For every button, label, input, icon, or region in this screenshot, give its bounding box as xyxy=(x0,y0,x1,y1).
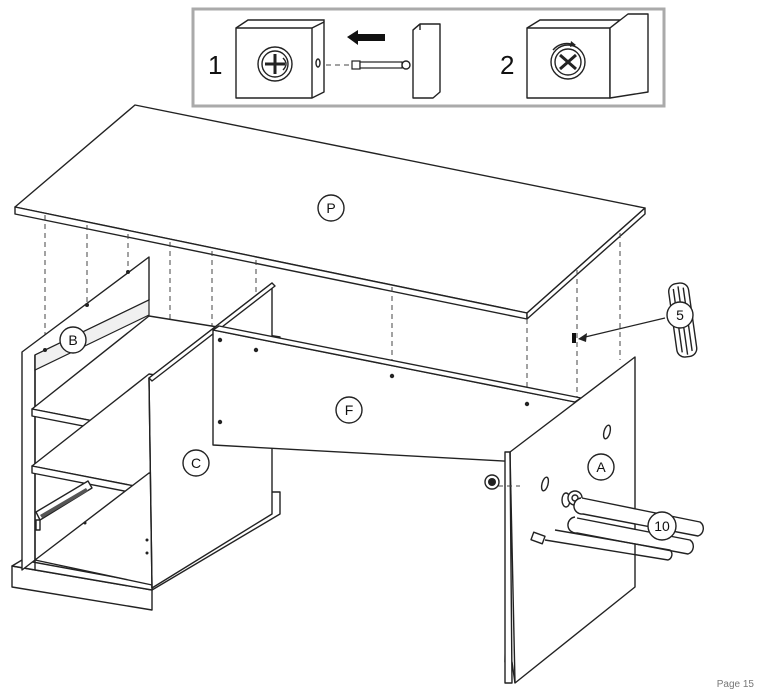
svg-text:F: F xyxy=(345,402,354,418)
step-1-cam-block xyxy=(235,19,325,99)
page-number: Page 15 xyxy=(716,679,754,690)
inset-panel: 1 2 xyxy=(191,7,666,108)
insert-arrow-icon xyxy=(347,30,385,45)
svg-text:P: P xyxy=(326,200,335,216)
cam-bolt-10-icon xyxy=(484,474,704,561)
label-c: C xyxy=(182,449,210,477)
drawer-slide-icon xyxy=(35,480,93,531)
svg-text:5: 5 xyxy=(676,307,684,323)
step-1-number: 1 xyxy=(208,50,222,80)
cam-bolt-icon xyxy=(326,23,441,99)
step-2-cam-block xyxy=(526,13,649,99)
label-hardware-5: 5 xyxy=(666,301,694,329)
label-hardware-10: 10 xyxy=(647,511,677,541)
label-f: F xyxy=(335,396,363,424)
label-p: P xyxy=(317,194,345,222)
svg-text:B: B xyxy=(68,332,77,348)
label-b: B xyxy=(59,326,87,354)
svg-text:C: C xyxy=(191,455,201,471)
svg-text:10: 10 xyxy=(654,518,670,534)
label-a: A xyxy=(587,453,615,481)
svg-text:A: A xyxy=(596,459,606,475)
step-2-number: 2 xyxy=(500,50,514,80)
